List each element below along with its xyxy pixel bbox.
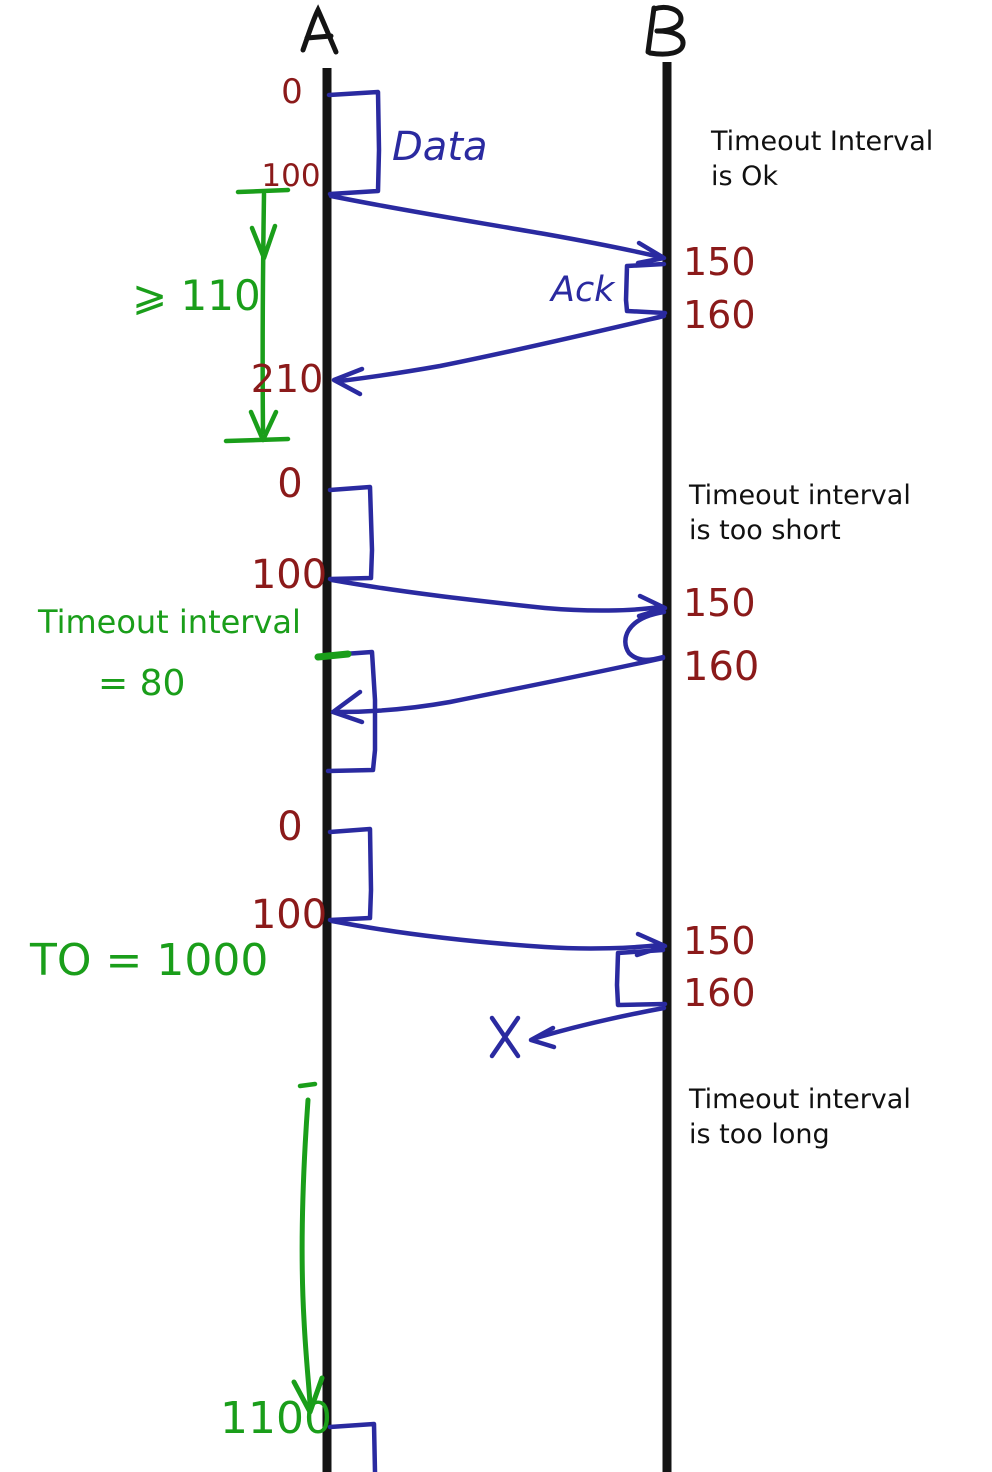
data-arrow-3 xyxy=(329,918,668,958)
data-arrow-1 xyxy=(328,193,667,266)
ack-block-1 xyxy=(623,261,668,316)
ack-curve-2 xyxy=(623,609,667,663)
timeout-annotation-line2: = 80 xyxy=(98,663,185,704)
timeout-annotation-line1: Timeout interval xyxy=(37,603,301,641)
data-arrow-2 xyxy=(329,577,668,619)
note-timeout-too-short: Timeout interval is too short xyxy=(689,480,911,546)
timeout-tick-2 xyxy=(314,650,352,661)
note-timeout-too-long: Timeout interval is too long xyxy=(689,1084,911,1150)
time-label-b-150-mid: 150 xyxy=(683,581,756,625)
interval-measure-1 xyxy=(223,187,291,444)
time-label-b-150-top: 150 xyxy=(683,240,756,284)
time-label-b-150-bot: 150 xyxy=(683,919,756,963)
timeout-annotation-to1000: TO = 1000 xyxy=(29,935,268,986)
time-label-a-1100: 1100 xyxy=(220,1393,332,1444)
data-block-1 xyxy=(326,89,382,197)
ack-arrow-2 xyxy=(330,655,666,725)
note-timeout-ok: Timeout Interval is Ok xyxy=(711,126,934,192)
interval-annotation-ge110: ⩾ 110 xyxy=(132,271,261,320)
ack-block-3 xyxy=(614,947,668,1008)
long-timeout-arrow-3 xyxy=(291,1081,325,1415)
time-label-a-100-bot: 100 xyxy=(251,892,327,938)
endpoint-b-letter xyxy=(645,4,686,57)
time-label-b-160-top: 160 xyxy=(683,293,756,337)
data-block-3 xyxy=(327,826,374,923)
lost-ack-arrow-3 xyxy=(489,1005,667,1059)
time-label-a-100-top: 100 xyxy=(261,158,320,194)
endpoint-a-letter xyxy=(300,4,339,55)
time-label-b-160-mid: 160 xyxy=(683,644,759,690)
time-label-a-0-bot: 0 xyxy=(277,804,302,850)
time-label-a-210: 210 xyxy=(251,357,324,401)
retransmit-block-3 xyxy=(327,1421,378,1472)
time-label-a-100-mid: 100 xyxy=(251,552,327,598)
ack-arrow-1 xyxy=(331,313,667,397)
message-label-data: Data xyxy=(392,124,488,170)
time-label-b-160-bot: 160 xyxy=(683,971,756,1015)
data-block-2 xyxy=(327,484,375,582)
message-label-ack: Ack xyxy=(549,270,616,310)
time-label-a-0-top: 0 xyxy=(281,72,303,112)
time-label-a-0-mid: 0 xyxy=(277,461,302,507)
retransmit-block-2 xyxy=(325,649,378,774)
